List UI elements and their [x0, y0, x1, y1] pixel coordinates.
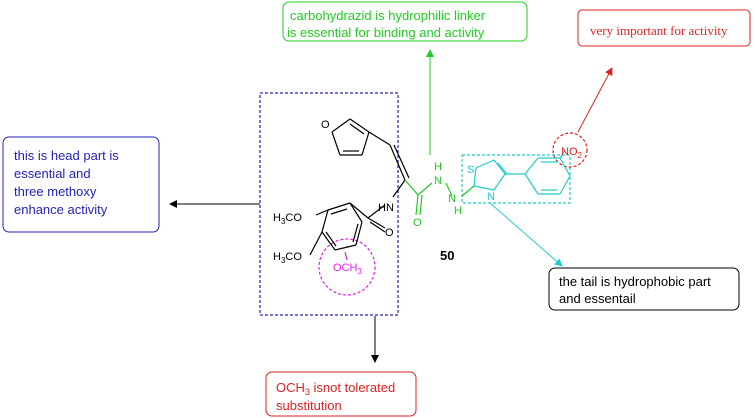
och3-note-line1: OCH3 isnot tolerated [276, 380, 395, 397]
nh-h-label-2: H [454, 205, 462, 217]
trimethoxy-benzene [309, 202, 363, 256]
tail-arrow [489, 202, 563, 267]
hydrazide-oxygen-label: O [413, 217, 422, 229]
amide-nh-label: HN [378, 202, 394, 214]
carbohydrazide-linker [404, 179, 475, 216]
nitro-circle [552, 132, 588, 168]
linker-note-line2: is essential for binding and activity [287, 25, 485, 40]
och3-note-line2: substitution [276, 398, 342, 413]
linker-note-line1: carbohydrazid is hydrophilic linker [290, 8, 486, 23]
thiazole-sulfur-label: S [467, 164, 474, 176]
thiazole-nitrogen-label: N [487, 191, 495, 203]
tail-note-line2: and essentail [559, 291, 636, 306]
tail-region-box [461, 154, 571, 204]
h3co-label-lower: H3CO [273, 251, 302, 265]
furan-ring [331, 118, 370, 156]
methoxy-bond [344, 251, 348, 261]
head-note-box [2, 136, 160, 233]
head-note-line1: this is head part is [14, 148, 119, 163]
amide-bonds [349, 202, 386, 233]
och3-note-box [265, 371, 417, 417]
methoxy-circle [318, 238, 376, 296]
tail-note-box [548, 267, 740, 311]
head-note-line4: enhance activity [14, 202, 108, 217]
linker-note-box [282, 1, 528, 42]
nitro-arrow [577, 67, 613, 133]
compound-number: 50 [440, 248, 454, 263]
n-label-2: N [448, 193, 456, 205]
head-note-line3: three methoxy [14, 184, 97, 199]
n-label-1: N [434, 175, 442, 187]
nitro-note-text: very important for activity [590, 23, 728, 38]
amide-oxygen-label: O [385, 227, 394, 239]
head-note-line2: essential and [14, 166, 91, 181]
furan-oxygen-label: O [321, 119, 330, 131]
och3-atom-label: OCH3 [333, 262, 362, 276]
nh-h-label-1: H [434, 161, 442, 173]
h3co-label-upper: H3CO [273, 212, 302, 226]
thiazole-phenyl [473, 149, 571, 195]
nitro-group-label: NO2 [561, 146, 583, 160]
vinyl-bonds [368, 131, 410, 198]
tail-note-line1: the tail is hydrophobic part [559, 274, 711, 289]
nitro-note-box [577, 9, 751, 47]
